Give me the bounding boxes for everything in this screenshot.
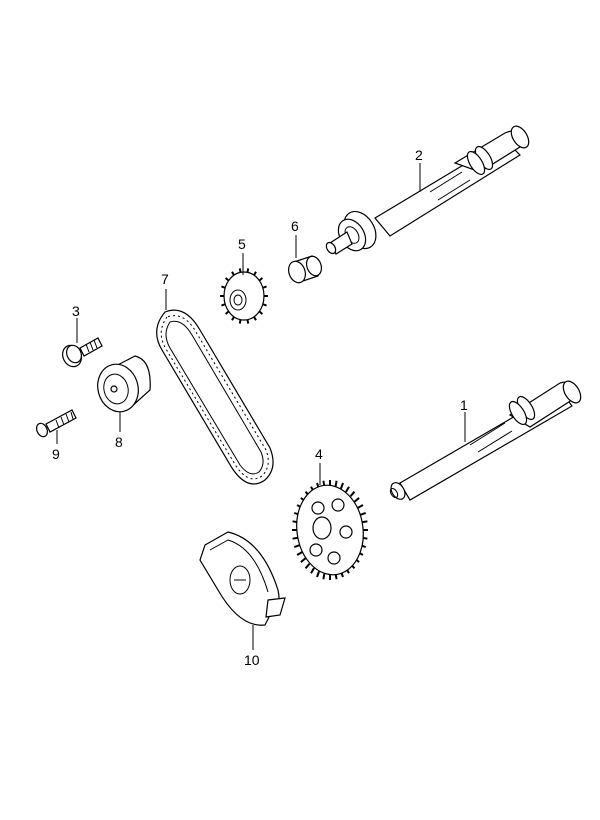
part-7-toothed-belt	[156, 309, 274, 485]
callout-9: 9	[52, 446, 60, 462]
gear-tooth	[310, 567, 315, 574]
part-3-bolt	[62, 337, 103, 368]
gear-tooth	[316, 571, 320, 578]
part-5-small-gear	[220, 268, 268, 324]
gear-tooth	[334, 480, 338, 487]
callout-5: 5	[238, 236, 246, 252]
callout-3: 3	[72, 303, 80, 319]
gear-tooth	[357, 504, 364, 509]
part-8-tensioner-pulley	[97, 355, 151, 413]
gear-tooth	[353, 497, 360, 503]
gear-tooth	[300, 557, 307, 563]
callout-1: 1	[460, 397, 468, 413]
part-1-lower-shaft	[389, 380, 582, 501]
part-10-cover-plate	[199, 531, 286, 626]
part-2-upper-shaft	[325, 125, 530, 255]
callout-7: 7	[161, 271, 169, 287]
callout-4: 4	[315, 446, 323, 462]
gear-tooth	[340, 482, 344, 489]
gear-tooth	[349, 491, 356, 497]
gear-tooth	[293, 544, 301, 549]
part-6-bushing	[287, 255, 323, 284]
callout-8: 8	[115, 434, 123, 450]
gear-tooth	[322, 573, 326, 580]
callout-2: 2	[415, 147, 423, 163]
gear-tooth	[345, 486, 350, 493]
callout-6: 6	[291, 218, 299, 234]
gear-tooth	[359, 511, 367, 516]
part-9-long-bolt	[35, 409, 77, 438]
gear-tooth	[296, 551, 303, 556]
gear-tooth	[304, 563, 311, 569]
callout-10: 10	[244, 652, 260, 668]
part-4-sprocket	[292, 480, 368, 580]
